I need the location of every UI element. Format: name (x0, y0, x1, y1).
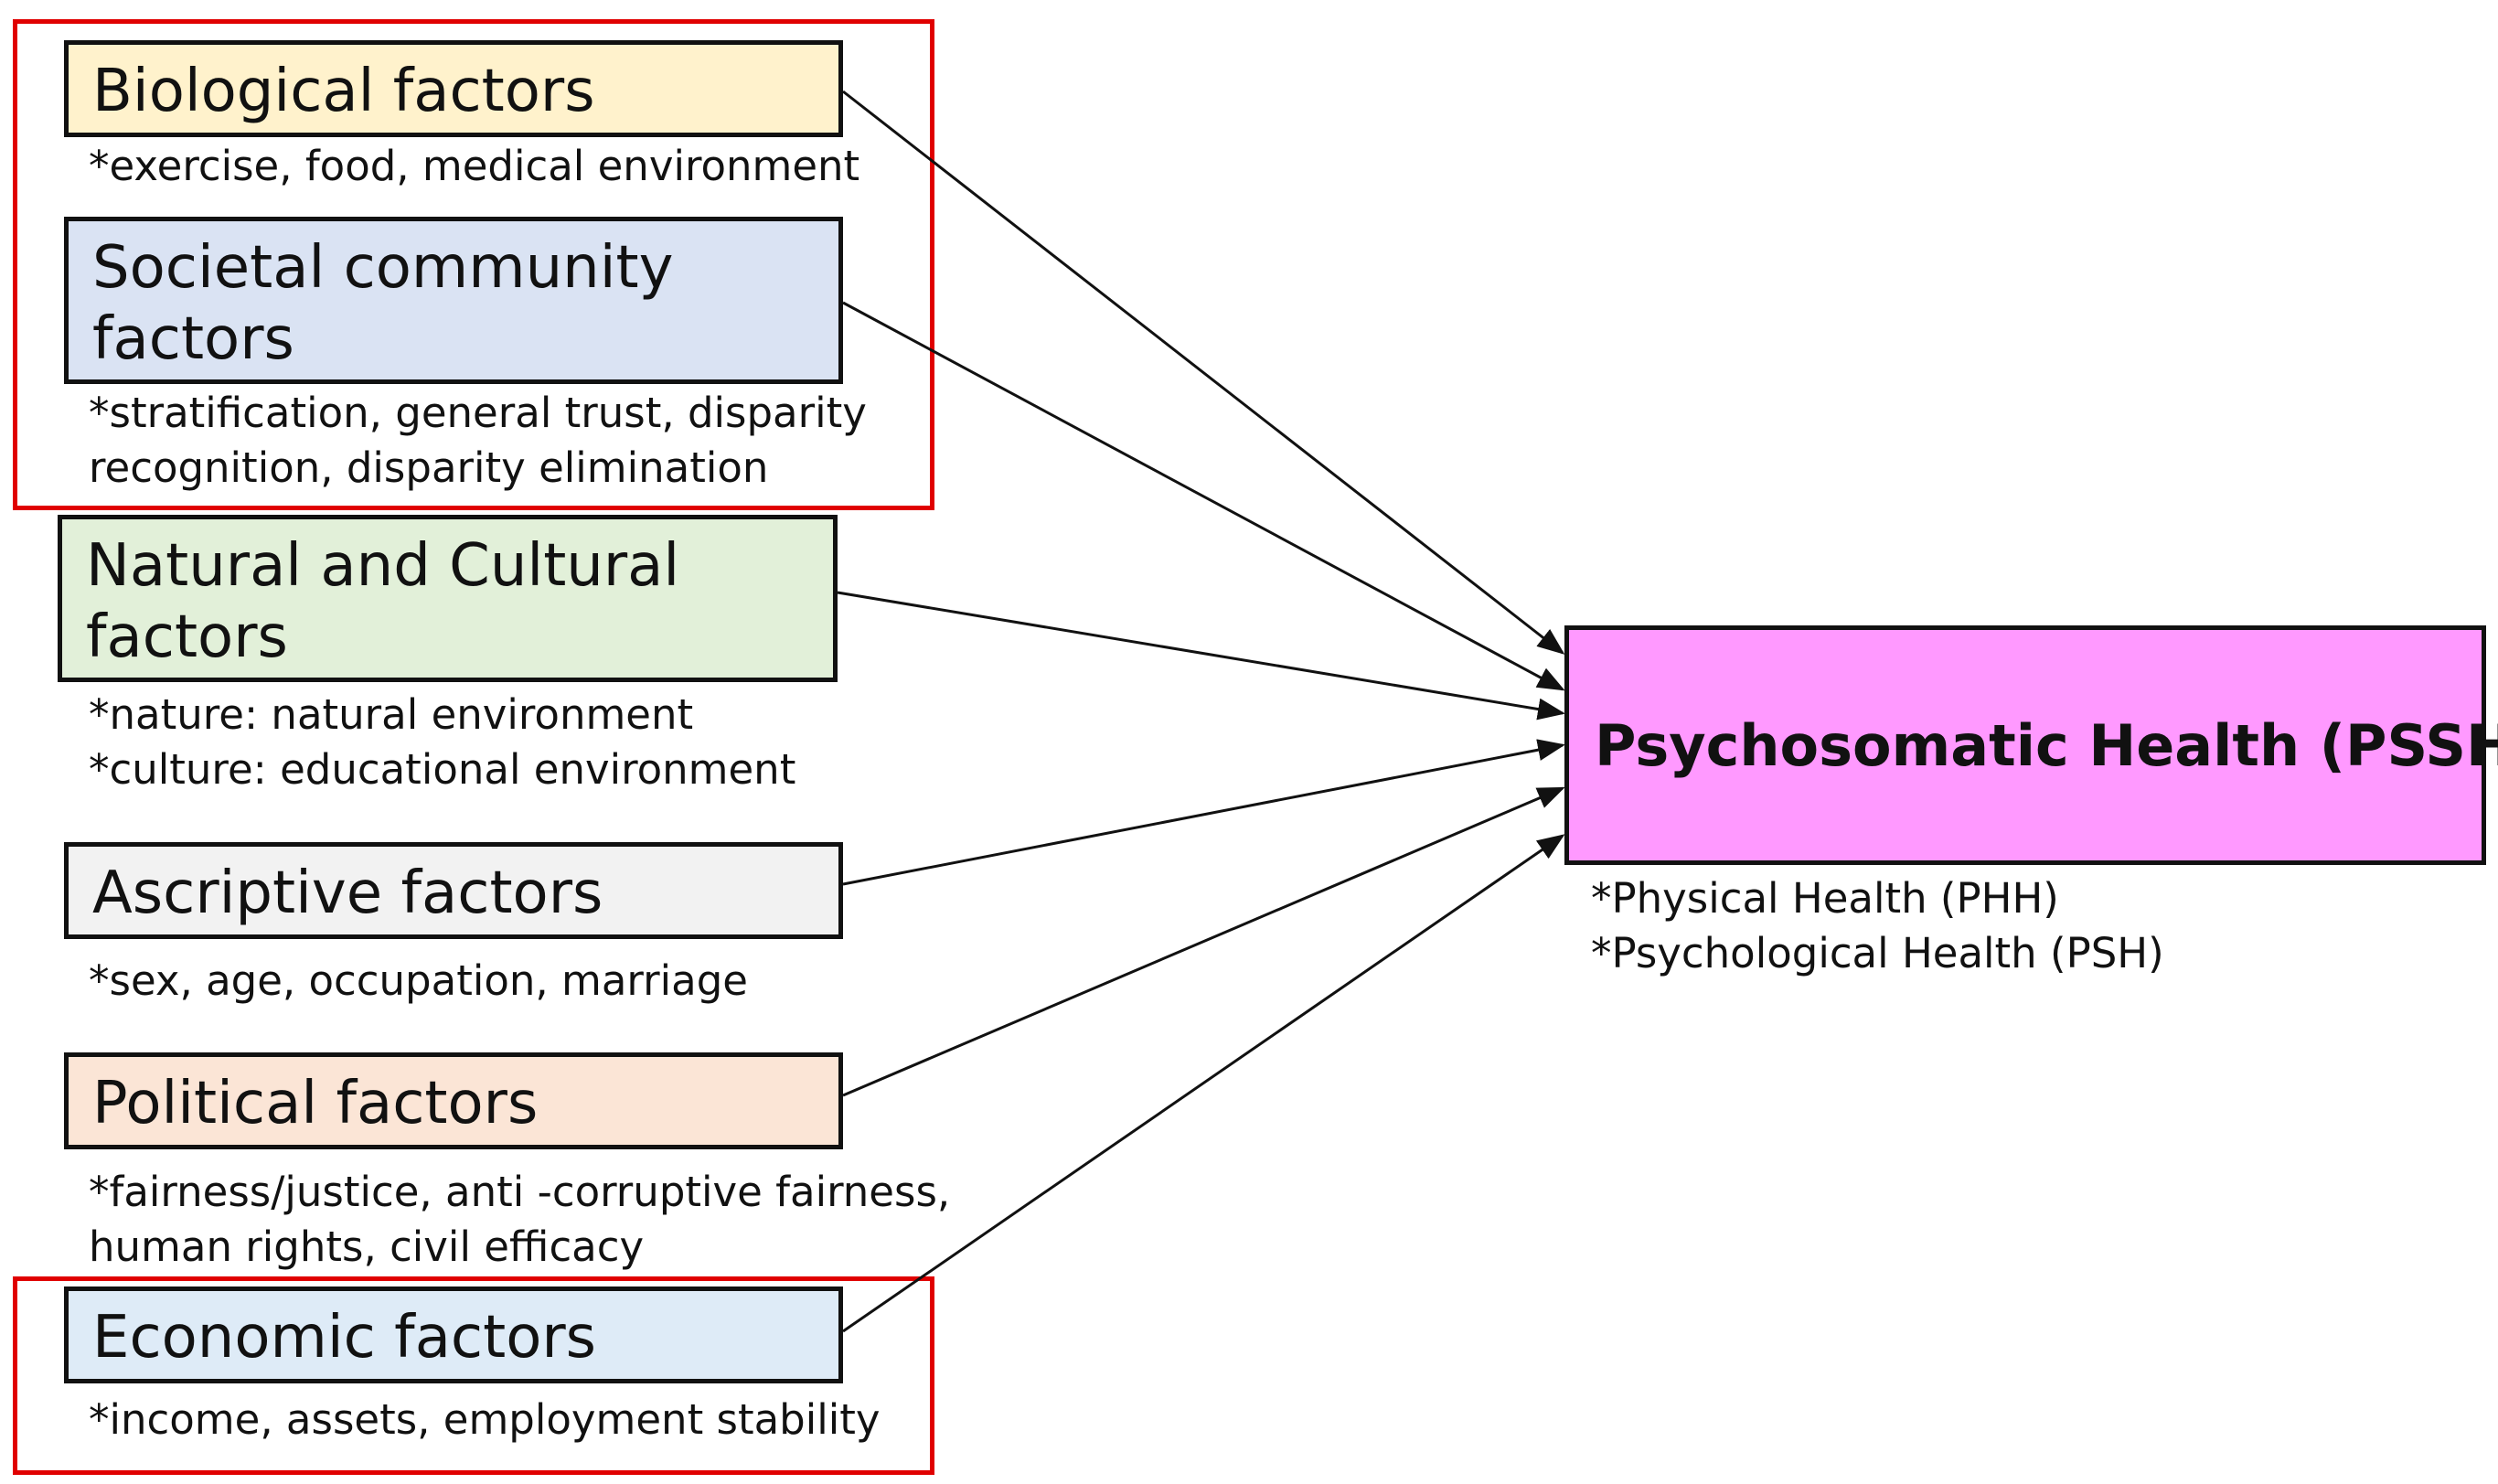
political-factors-note: *fairness/justice, anti -corruptive fair… (89, 1168, 951, 1271)
societal-factors-label-line2: factors (92, 305, 294, 373)
highlight-frame-top (13, 19, 934, 510)
economic-factors-note: *income, assets, employment stability (89, 1395, 881, 1444)
psychosomatic-health-label: Psychosomatic Health (PSSH) (1595, 711, 2498, 779)
arrow-biological-to-pssh (842, 90, 1565, 655)
natural-cultural-label-line2: factors (86, 603, 288, 671)
psychosomatic-health-note: *Physical Health (PHH) *Psychological He… (1591, 874, 2164, 977)
biological-factors-note: *exercise, food, medical environment (89, 142, 860, 190)
political-factors-box: Political factors (64, 1052, 843, 1149)
ascriptive-factors-note: *sex, age, occupation, marriage (89, 956, 748, 1005)
arrow-ascriptive-to-pssh (842, 739, 1565, 886)
biological-factors-label: Biological factors (92, 58, 595, 125)
natural-cultural-factors-box: Natural and Cultural factors (58, 515, 838, 682)
political-factors-label: Political factors (92, 1070, 539, 1137)
psychosomatic-health-box: Psychosomatic Health (PSSH) (1564, 625, 2498, 865)
societal-factors-label-line1: Societal community (92, 234, 674, 302)
societal-community-factors-box: Societal community factors (64, 217, 843, 384)
natural-cultural-label-line1: Natural and Cultural (86, 532, 680, 600)
arrow-natural-cultural-to-pssh (837, 591, 1565, 721)
arrow-political-to-pssh (842, 786, 1565, 1097)
societal-factors-note: *stratification, general trust, disparit… (89, 389, 867, 492)
biological-factors-box: Biological factors (64, 40, 843, 137)
arrow-economic-to-pssh (842, 834, 1565, 1333)
economic-factors-box: Economic factors (64, 1286, 843, 1383)
natural-cultural-factors-note: *nature: natural environment *culture: e… (89, 690, 796, 794)
arrow-societal-to-pssh (842, 301, 1565, 691)
ascriptive-factors-label: Ascriptive factors (92, 859, 603, 927)
highlight-frame-bottom (13, 1276, 934, 1475)
ascriptive-factors-box: Ascriptive factors (64, 842, 843, 939)
economic-factors-label: Economic factors (92, 1304, 596, 1372)
